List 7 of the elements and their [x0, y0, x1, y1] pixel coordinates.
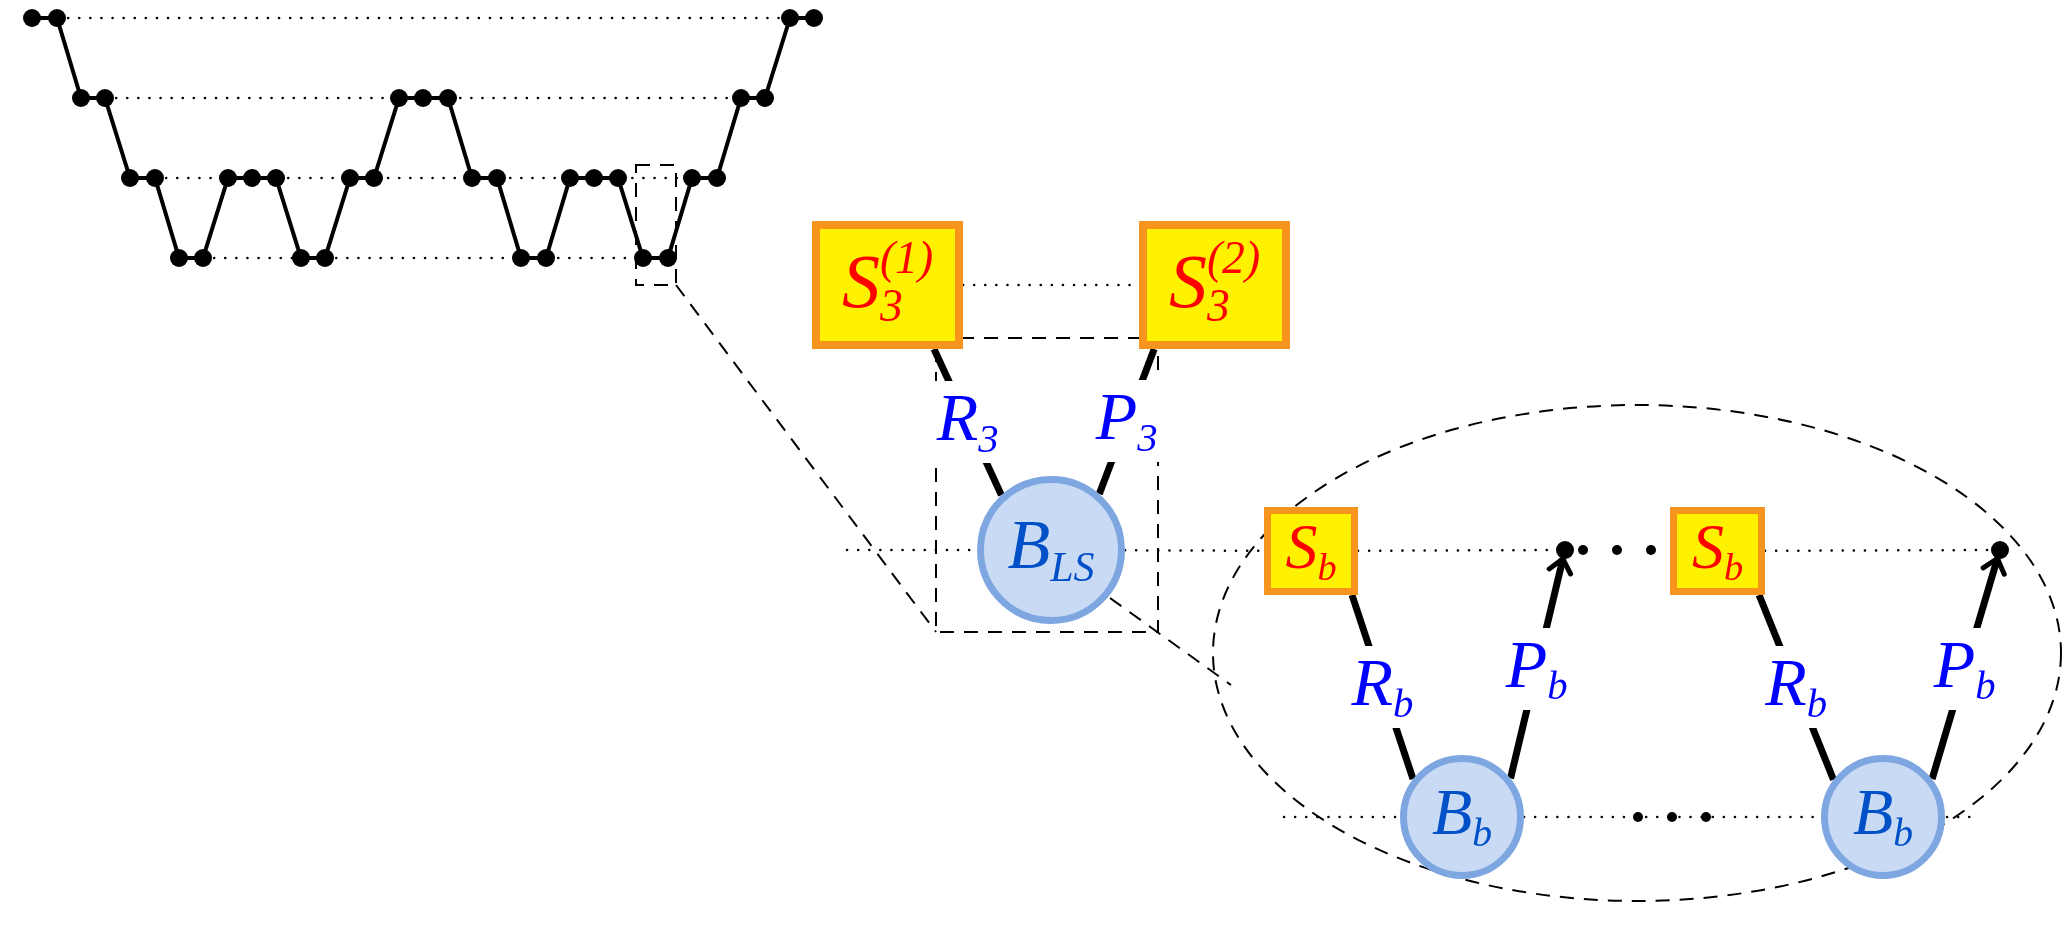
bath-circle: B$_{b}$ [1400, 755, 1524, 879]
dot [1991, 541, 2009, 559]
bath-circle: B$_{LS}$ [977, 476, 1125, 624]
state-box: S$_{b}$ [1670, 507, 1765, 595]
dot [1556, 541, 1574, 559]
state-box: S$_{b}$ [1264, 507, 1358, 595]
bath-circle: B$_{b}$ [1821, 755, 1945, 879]
